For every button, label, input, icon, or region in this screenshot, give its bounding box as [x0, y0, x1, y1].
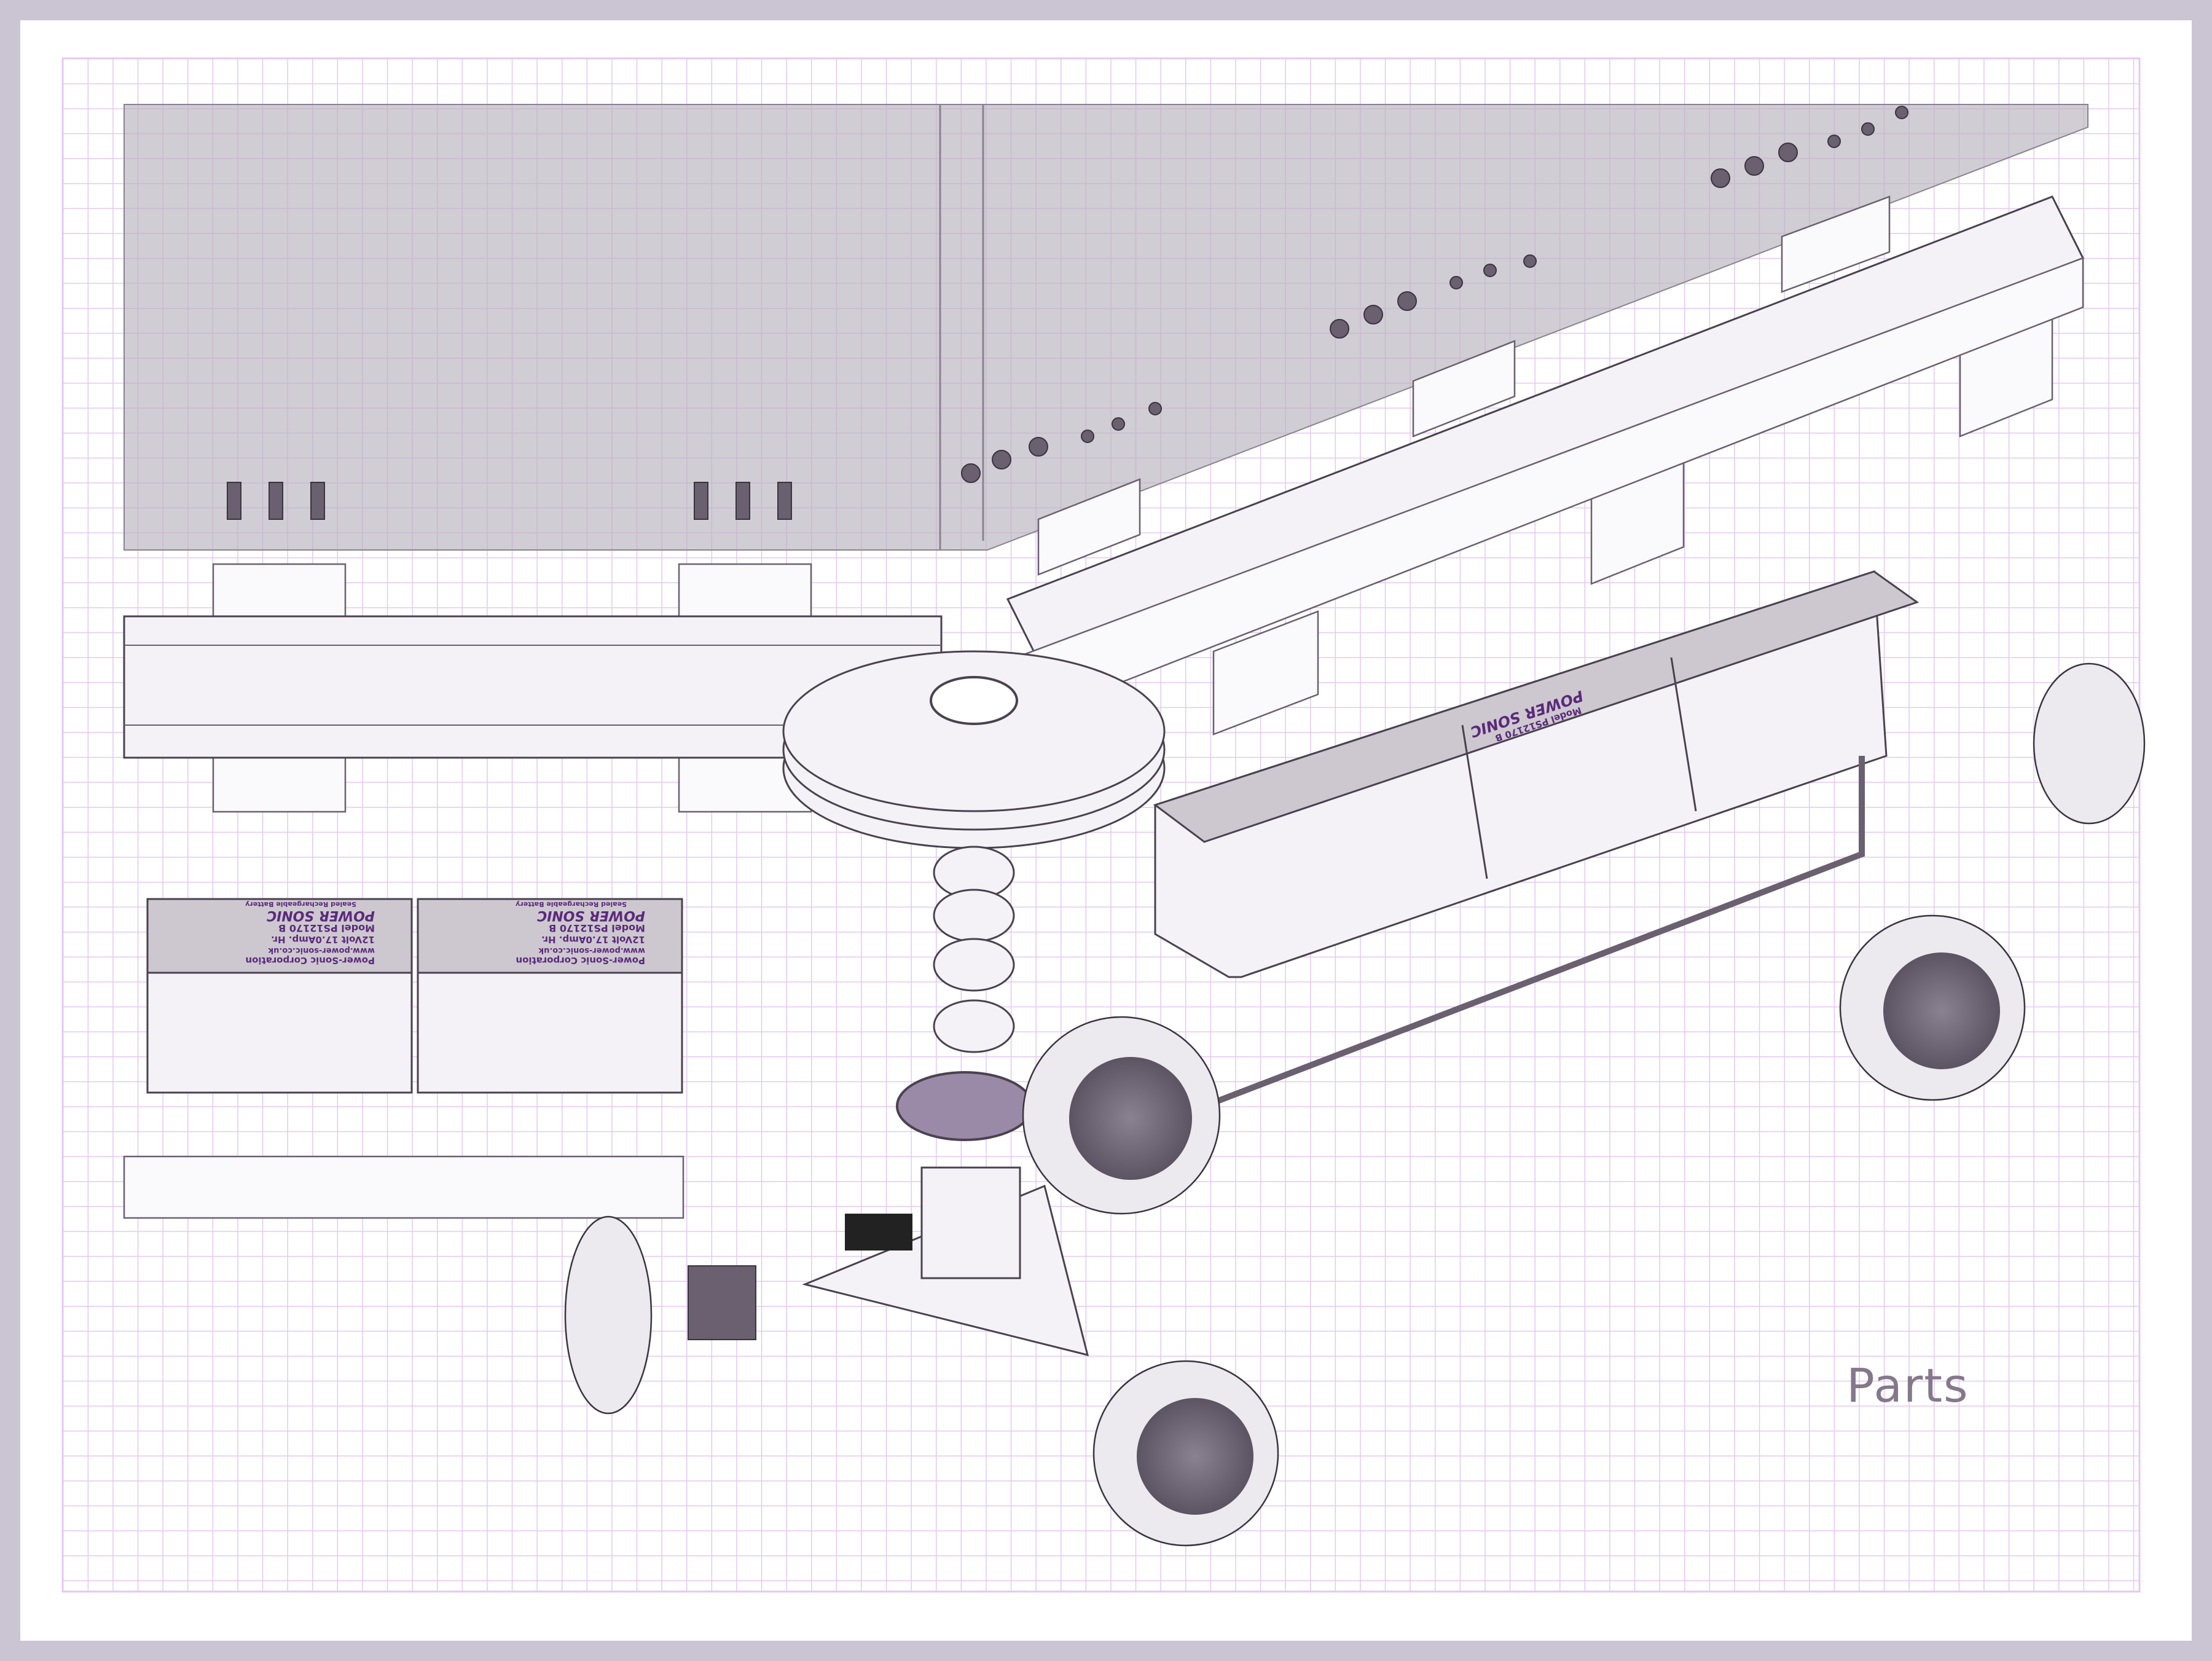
battery-left: [146, 898, 683, 1094]
battery-url: www.power-sonic.co.uk: [268, 946, 375, 955]
omni-wheel: [1092, 1360, 1279, 1547]
omni-wheel-partial: [2033, 662, 2146, 825]
bolt-group: [227, 106, 1908, 520]
battery-label-2: Power-Sonic Corporation www.power-sonic.…: [516, 900, 645, 966]
turntable-hole: [930, 676, 1018, 725]
battery-url: www.power-sonic.co.uk: [538, 946, 645, 955]
battery-label-1: Power-Sonic Corporation www.power-sonic.…: [245, 900, 375, 966]
battery-maker: Power-Sonic Corporation: [245, 955, 375, 966]
battery-model: Model PS12170 B: [549, 922, 645, 934]
battery-type: Sealed Rechargeable Battery: [245, 900, 356, 908]
battery-brand: POWER SONIC: [267, 908, 375, 923]
motor-mount: [920, 1166, 1021, 1279]
battery-rating: 12Volt 17.0Amp. Hr.: [541, 934, 645, 945]
top-panel: [124, 104, 2088, 551]
battery-brand: POWER SONIC: [537, 908, 645, 923]
lower-rail: [123, 1155, 684, 1219]
battery-model: Model PS12170 B: [278, 922, 375, 934]
horizontal-rail: [123, 615, 943, 759]
battery-right: [1153, 570, 1920, 978]
frame-bar: [1203, 756, 1865, 1109]
sheet-title: Parts: [1846, 1358, 1969, 1413]
omni-wheel: [1022, 1016, 1221, 1215]
turntable-disc: [782, 650, 1166, 812]
battery-type: Sealed Rechargeable Battery: [516, 900, 627, 908]
omni-wheel: [1839, 914, 2026, 1101]
slew-ring: [896, 1071, 1033, 1141]
drive-motor: [688, 1265, 756, 1340]
battery-maker: Power-Sonic Corporation: [516, 955, 645, 966]
omni-wheel: [564, 1215, 653, 1415]
battery-rating: 12Volt 17.0Amp. Hr.: [271, 934, 375, 945]
controller-board: [845, 1214, 912, 1251]
bearing-stack: [933, 846, 1015, 1053]
